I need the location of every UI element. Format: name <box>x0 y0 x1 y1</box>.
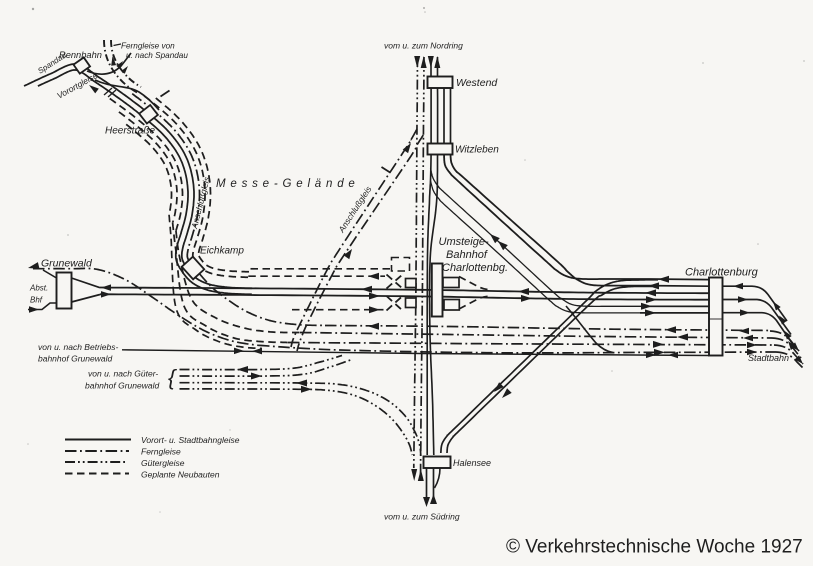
svg-text:Vorort- u. Stadtbahngleise: Vorort- u. Stadtbahngleise <box>141 435 240 445</box>
svg-text:Gütergleise: Gütergleise <box>141 458 185 468</box>
svg-text:{: { <box>168 365 177 390</box>
svg-text:Eichkamp: Eichkamp <box>200 246 244 257</box>
svg-text:Messe-Gelände: Messe-Gelände <box>216 178 360 190</box>
svg-text:Charlottenburg: Charlottenburg <box>685 267 759 279</box>
svg-text:vom u. zum Südring: vom u. zum Südring <box>384 512 460 522</box>
svg-text:Rennbahn: Rennbahn <box>59 50 102 60</box>
svg-text:Westend: Westend <box>456 77 498 89</box>
svg-text:Ferngleise: Ferngleise <box>141 447 181 457</box>
svg-text:von u. nach Betriebs-: von u. nach Betriebs- <box>38 342 118 352</box>
svg-text:Charlottenbg.: Charlottenbg. <box>442 262 508 274</box>
svg-text:Abst.: Abst. <box>29 284 48 293</box>
svg-text:Umsteige-: Umsteige- <box>439 236 489 248</box>
svg-text:Geplante Neubauten: Geplante Neubauten <box>141 469 220 479</box>
svg-text:Grunewald: Grunewald <box>41 258 93 270</box>
svg-text:Witzleben: Witzleben <box>455 145 499 156</box>
svg-text:vom u. zum Nordring: vom u. zum Nordring <box>384 41 463 51</box>
svg-text:Heerstraße: Heerstraße <box>105 126 155 137</box>
svg-text:von u. nach Güter-: von u. nach Güter- <box>88 369 158 379</box>
svg-text:© Verkehrstechnische Woche 192: © Verkehrstechnische Woche 1927 <box>506 537 803 558</box>
svg-text:bahnhof Grunewald: bahnhof Grunewald <box>38 354 112 364</box>
svg-text:Bhf: Bhf <box>30 296 43 305</box>
svg-text:Stadtbahn: Stadtbahn <box>748 353 789 363</box>
svg-text:Halensee: Halensee <box>453 458 491 468</box>
svg-text:u. nach Spandau: u. nach Spandau <box>126 51 188 60</box>
svg-text:Bahnhof: Bahnhof <box>446 249 488 261</box>
svg-text:bahnhof Grunewald: bahnhof Grunewald <box>85 381 159 391</box>
svg-text:Ferngleise von: Ferngleise von <box>121 42 175 51</box>
